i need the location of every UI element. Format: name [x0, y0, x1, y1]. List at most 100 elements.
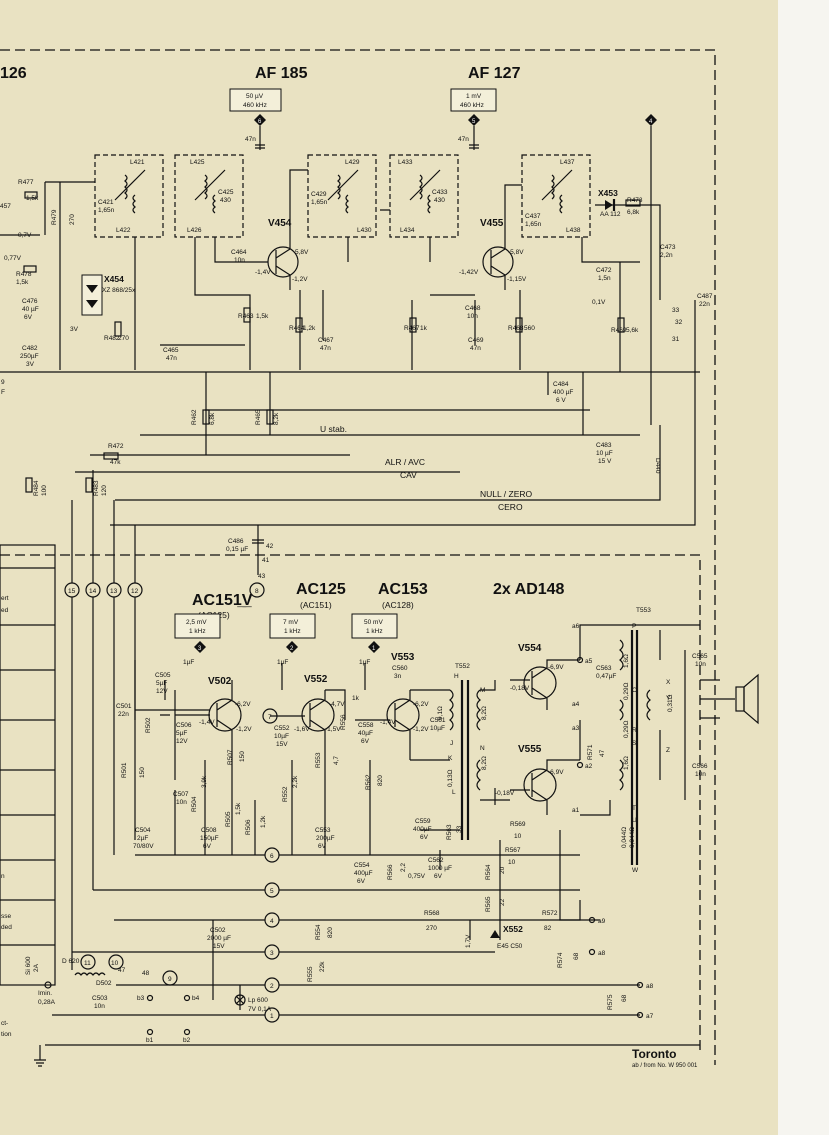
- svg-text:40µF: 40µF: [358, 730, 373, 737]
- svg-text:R563: R563: [446, 824, 453, 840]
- svg-text:2,5 mV: 2,5 mV: [186, 619, 207, 626]
- svg-text:42: 42: [266, 543, 274, 550]
- svg-text:C562: C562: [428, 857, 444, 864]
- cap-c429: C429: [311, 191, 327, 198]
- svg-text:a7: a7: [646, 1013, 654, 1020]
- svg-text:5µF: 5µF: [156, 680, 167, 687]
- svg-text:R571: R571: [587, 744, 594, 760]
- coil-l430: L430: [357, 227, 372, 234]
- res-r465: R465: [255, 409, 262, 425]
- res-r467: R467: [404, 325, 420, 332]
- svg-text:0,044Ω: 0,044Ω: [629, 827, 636, 848]
- cap-c433: C433: [432, 189, 448, 196]
- svg-text:R552: R552: [282, 786, 289, 802]
- svg-text:-1,4V: -1,4V: [380, 719, 396, 726]
- cap-c484: C484: [553, 381, 569, 388]
- svg-text:R: R: [632, 727, 637, 734]
- svg-text:R506: R506: [245, 819, 252, 835]
- cap-c465: C465: [163, 347, 179, 354]
- diode-x453: X453 AA 112: [598, 188, 621, 218]
- svg-text:b1: b1: [146, 1037, 154, 1044]
- svg-text:14: 14: [89, 588, 97, 595]
- svg-text:Z: Z: [666, 747, 670, 754]
- svg-text:X552: X552: [503, 924, 523, 934]
- label-01v: 0,1V: [592, 299, 606, 306]
- svg-text:5,6k: 5,6k: [626, 327, 639, 334]
- svg-text:R564: R564: [485, 864, 492, 880]
- svg-text:-6,9V: -6,9V: [548, 769, 564, 776]
- coil-group: [114, 169, 573, 214]
- svg-text:33: 33: [456, 825, 463, 833]
- svg-text:6V: 6V: [318, 843, 327, 850]
- stage-title-partial: 126: [0, 65, 27, 82]
- svg-text:3n: 3n: [394, 673, 402, 680]
- svg-text:-1,42V: -1,42V: [459, 269, 479, 276]
- cap-c482: C482: [22, 345, 38, 352]
- svg-text:33: 33: [672, 307, 680, 314]
- svg-text:68: 68: [621, 994, 628, 1002]
- svg-text:ded: ded: [1, 924, 12, 931]
- svg-text:0,15 µF: 0,15 µF: [226, 546, 248, 553]
- svg-text:a8: a8: [598, 950, 606, 957]
- svg-text:a4: a4: [572, 701, 580, 708]
- svg-text:200µF: 200µF: [316, 835, 335, 842]
- signal-box-af3: [351, 613, 398, 639]
- svg-text:1,6Ω: 1,6Ω: [623, 756, 630, 770]
- svg-text:R556: R556: [340, 714, 347, 730]
- svg-text:P: P: [632, 623, 636, 630]
- frame-inner: [0, 554, 701, 1050]
- svg-text:43: 43: [258, 573, 266, 580]
- svg-text:430: 430: [434, 197, 445, 204]
- svg-text:3: 3: [270, 950, 274, 957]
- svg-text:2,2k: 2,2k: [292, 775, 299, 788]
- svg-text:6V: 6V: [357, 878, 366, 885]
- svg-text:C502: C502: [210, 927, 226, 934]
- svg-text:6V: 6V: [361, 738, 370, 745]
- svg-text:R502: R502: [145, 717, 152, 733]
- res-r462: R462: [191, 409, 198, 425]
- label-d440: D440: [654, 458, 661, 474]
- svg-text:-6,9V: -6,9V: [548, 664, 564, 671]
- svg-text:250µF: 250µF: [20, 353, 39, 360]
- svg-text:a6: a6: [572, 623, 580, 630]
- res-r478: R478: [16, 271, 32, 278]
- cap-c486: C486: [228, 538, 244, 545]
- res-r472: R472: [108, 443, 124, 450]
- svg-text:400µF: 400µF: [354, 870, 373, 877]
- svg-text:C554: C554: [354, 862, 370, 869]
- test-point-3: 3: [194, 641, 206, 653]
- stage-title-af3: AC153: [378, 581, 428, 598]
- svg-text:H: H: [454, 673, 459, 680]
- svg-text:15V: 15V: [213, 943, 225, 950]
- transistor-v455: V455 -5,8V -1,42V -1,15V: [459, 218, 527, 290]
- svg-text:ed: ed: [1, 607, 9, 614]
- svg-text:150µF: 150µF: [200, 835, 219, 842]
- svg-text:15 V: 15 V: [598, 458, 612, 465]
- svg-text:b2: b2: [183, 1037, 191, 1044]
- svg-text:R501: R501: [121, 762, 128, 778]
- svg-text:C561: C561: [430, 717, 446, 724]
- svg-text:5: 5: [472, 119, 476, 125]
- svg-text:9: 9: [1, 379, 5, 386]
- svg-text:6 V: 6 V: [556, 397, 566, 404]
- test-point-6: 6: [254, 114, 266, 126]
- svg-text:ert: ert: [1, 595, 9, 602]
- left-legend-box: [0, 544, 56, 986]
- svg-text:0,29Ω: 0,29Ω: [623, 682, 630, 700]
- svg-text:3V: 3V: [26, 361, 35, 368]
- svg-text:n: n: [1, 873, 5, 880]
- label-null-zero: NULL / ZERO: [480, 489, 533, 499]
- svg-text:K: K: [448, 755, 453, 762]
- svg-text:a1: a1: [572, 807, 580, 814]
- cap-c487: C487: [697, 293, 713, 300]
- test-point-4: 4: [645, 114, 657, 126]
- svg-text:-1,5V: -1,5V: [325, 726, 341, 733]
- svg-text:6V: 6V: [434, 873, 443, 880]
- svg-text:1,5k: 1,5k: [26, 195, 39, 202]
- cap-c472: C472: [596, 267, 612, 274]
- label-ustab: U stab.: [320, 424, 347, 434]
- svg-text:C566: C566: [692, 763, 708, 770]
- svg-text:0,31Ω: 0,31Ω: [667, 694, 674, 712]
- speaker-icon: [735, 673, 759, 725]
- svg-text:-5,8V: -5,8V: [508, 249, 524, 256]
